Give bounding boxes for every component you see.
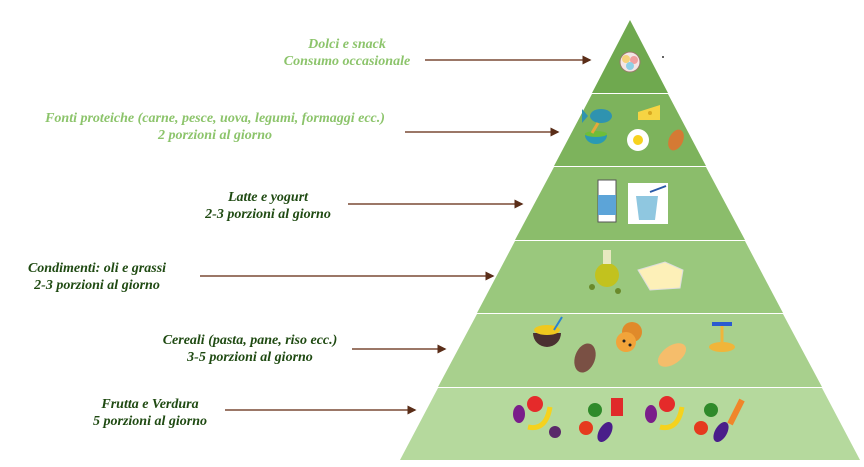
fruit-icon xyxy=(645,396,685,431)
tier-label-sweets: Dolci e snack Consumo occasionale xyxy=(284,36,410,70)
tier-subtitle: 2-3 porzioni al giorno xyxy=(205,207,331,222)
bread-icon xyxy=(657,343,687,367)
tier-label-fats: Condimenti: oli e grassi 2-3 porzioni al… xyxy=(28,260,166,294)
butter-icon xyxy=(637,261,684,291)
pasta-icon xyxy=(709,322,735,352)
cheese-icon xyxy=(638,105,660,120)
tier-label-fruit-veg: Frutta e Verdura 5 porzioni al giorno xyxy=(93,396,207,430)
vegetables-icon xyxy=(579,398,623,442)
sweets-icon xyxy=(619,51,641,73)
tier-label-cereals: Cereali (pasta, pane, riso ecc.) 3-5 por… xyxy=(163,332,338,366)
chicken-leg-icon xyxy=(668,129,684,151)
tier-subtitle: 2 porzioni al giorno xyxy=(158,128,272,143)
yogurt-icon xyxy=(628,183,668,224)
tier-subtitle: 5 porzioni al giorno xyxy=(93,414,207,429)
tier-subtitle: 2-3 porzioni al giorno xyxy=(34,278,160,293)
tier-title: Condimenti: oli e grassi xyxy=(27,261,167,276)
rice-bowl-icon xyxy=(533,316,563,347)
cookies-icon xyxy=(616,322,642,352)
tier-title: Cereali (pasta, pane, riso ecc.) xyxy=(162,333,338,348)
tier-subtitle: Consumo occasionale xyxy=(283,54,411,69)
vegetables-icon xyxy=(694,398,745,442)
pyramid-tier-fruit-veg xyxy=(400,388,860,460)
milk-carton-icon xyxy=(597,179,617,223)
tier-title: Frutta e Verdura xyxy=(101,397,199,412)
fruit-icon xyxy=(513,396,561,438)
tier-subtitle: 3-5 porzioni al giorno xyxy=(187,350,313,365)
tier-title: Latte e yogurt xyxy=(227,190,309,205)
tier-title: Dolci e snack xyxy=(308,37,386,52)
tier-label-dairy: Latte e yogurt 2-3 porzioni al giorno xyxy=(205,189,331,223)
olive-oil-icon xyxy=(589,250,621,294)
potato-icon xyxy=(574,343,596,373)
tier-label-protein: Fonti proteiche (carne, pesce, uova, leg… xyxy=(45,110,385,144)
fish-icon xyxy=(582,109,612,123)
pyramid-tier-protein xyxy=(554,94,706,166)
egg-icon xyxy=(627,129,649,151)
pyramid-tier-fats xyxy=(477,241,783,313)
legumes-icon xyxy=(585,122,607,144)
tier-title: Fonti proteiche (carne, pesce, uova, leg… xyxy=(45,111,385,126)
